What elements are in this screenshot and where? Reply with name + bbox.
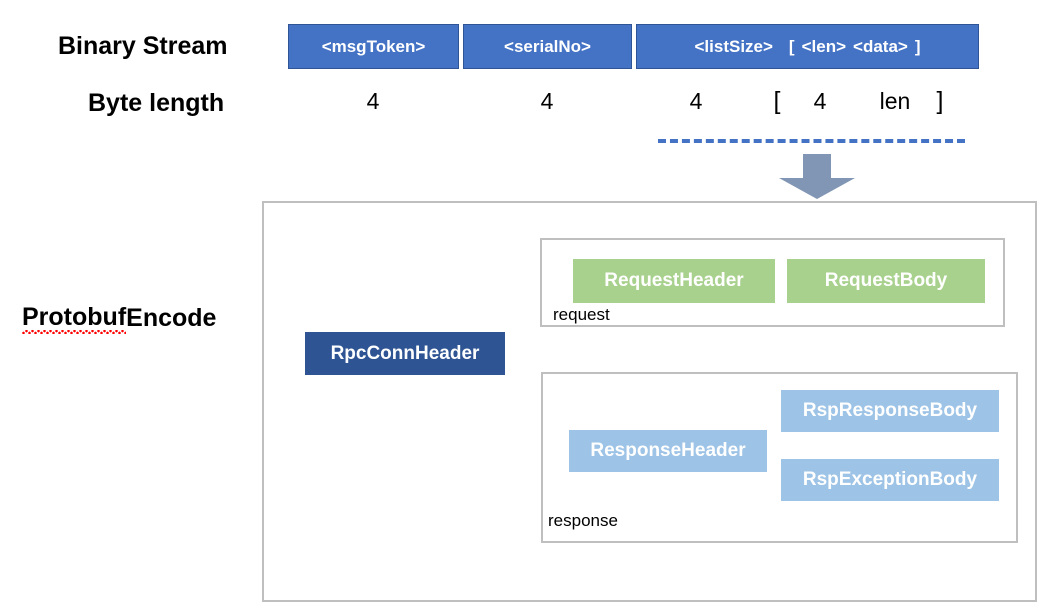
rsp-exception-body-box: RspExceptionBody xyxy=(781,459,999,501)
response-header-label: ResponseHeader xyxy=(590,440,746,461)
rpc-conn-header-label: RpcConnHeader xyxy=(330,342,480,364)
binary-stream-text: Binary Stream xyxy=(58,31,228,60)
protobuf-word: Protobuf xyxy=(22,303,127,334)
byte-length-listsize: 4 xyxy=(689,87,703,114)
dashed-separator-line xyxy=(658,139,965,143)
byte-length-row-label: Byte length xyxy=(88,84,288,122)
byte-length-len: 4 xyxy=(813,87,827,114)
byte-length-text: Byte length xyxy=(88,88,225,117)
rpc-conn-header-box: RpcConnHeader xyxy=(305,332,505,375)
request-header-box: RequestHeader xyxy=(573,259,775,303)
stream-field-listsize-content: <listSize> [ <len> <data> ] xyxy=(694,37,920,57)
request-body-box: RequestBody xyxy=(787,259,985,303)
stream-field-serialno-label: <serialNo> xyxy=(504,36,591,56)
stream-field-listsize-label: <listSize> xyxy=(694,36,773,56)
rsp-response-body-box: RspResponseBody xyxy=(781,390,999,432)
encode-word: Encode xyxy=(126,303,217,332)
binary-stream-row-label: Binary Stream xyxy=(58,26,288,66)
list-bracket-close: ] xyxy=(914,36,921,56)
byte-length-data: len xyxy=(879,87,911,114)
request-body-label: RequestBody xyxy=(824,270,948,291)
byte-length-serialno: 4 xyxy=(540,87,554,114)
request-header-label: RequestHeader xyxy=(604,270,744,291)
request-caption: request xyxy=(553,305,610,324)
stream-field-msgtoken: <msgToken> xyxy=(288,24,459,69)
list-len-label: <len> xyxy=(801,36,847,56)
down-arrow-icon xyxy=(779,154,855,199)
list-data-label: <data> xyxy=(853,36,908,56)
stream-field-listsize: <listSize> [ <len> <data> ] xyxy=(636,24,979,69)
response-caption: response xyxy=(548,511,618,530)
stream-field-serialno: <serialNo> xyxy=(463,24,632,69)
byte-length-bracket-close: ] xyxy=(936,86,944,115)
rsp-exception-body-label: RspExceptionBody xyxy=(802,469,978,490)
response-header-box: ResponseHeader xyxy=(569,430,767,472)
protobuf-encode-row-label: Protobuf Encode xyxy=(22,298,262,338)
byte-length-msgtoken: 4 xyxy=(366,87,380,114)
stream-field-msgtoken-label: <msgToken> xyxy=(321,36,426,56)
rsp-response-body-label: RspResponseBody xyxy=(802,400,978,421)
byte-length-bracket-open: [ xyxy=(773,86,781,115)
list-bracket-open: [ xyxy=(788,36,795,56)
